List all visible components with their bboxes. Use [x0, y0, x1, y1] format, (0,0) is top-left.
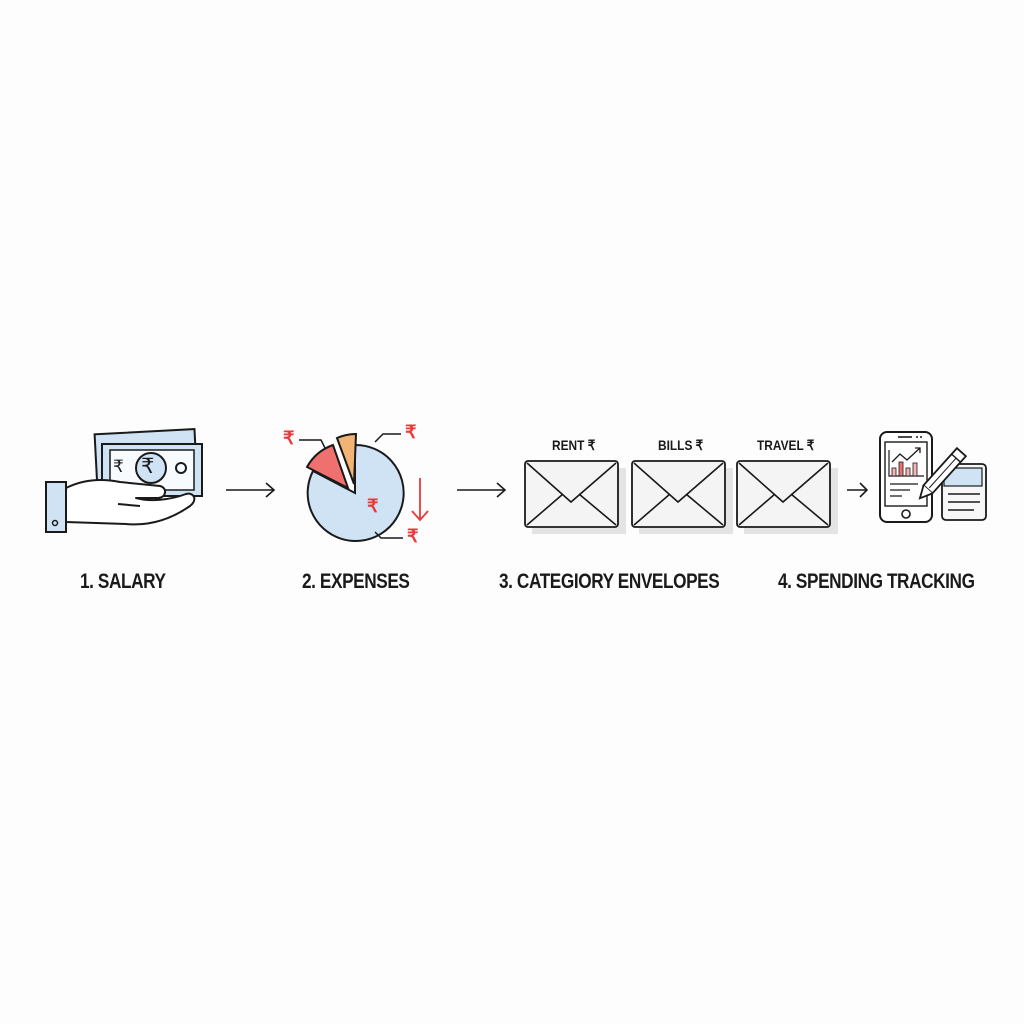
arrow-right-icon: [224, 480, 279, 505]
pie-chart-icon: [299, 432, 429, 542]
arrow-right-icon: [845, 480, 871, 505]
banknote-rupee-left: ₹: [113, 457, 124, 476]
step-label-tracking: 4. SPENDING TRACKING: [778, 570, 975, 593]
hand-holding-money-icon: [45, 428, 203, 533]
pie-label-inside: ₹: [367, 496, 379, 516]
envelope-rent-icon: [524, 460, 626, 537]
step-label-salary: 1. SALARY: [80, 570, 166, 593]
salary-icon: ₹ ₹: [40, 420, 210, 540]
step-label-expenses: 2. EXPENSES: [302, 570, 410, 593]
envelope-label-travel: TRAVEL ₹: [757, 437, 815, 453]
banknote-rupee-center: ₹: [141, 455, 155, 478]
pie-label-top-left: ₹: [283, 428, 295, 448]
pie-label-top-right: ₹: [405, 422, 417, 442]
expenses-icon: ₹ ₹ ₹ ₹: [275, 420, 435, 555]
step-label-envelopes: 3. CATEGIORY ENVELOPES: [499, 570, 720, 593]
pie-label-bottom-right: ₹: [407, 526, 419, 546]
envelope-travel-icon: [736, 460, 838, 537]
envelope-label-bills: BILLS ₹: [658, 437, 704, 453]
envelope-label-rent: RENT ₹: [552, 437, 596, 453]
phone-chart-notebook-icon: [879, 431, 987, 523]
spending-tracking-icon: [878, 430, 988, 526]
envelope-bills-icon: [631, 460, 733, 537]
arrow-right-icon: [455, 480, 510, 505]
